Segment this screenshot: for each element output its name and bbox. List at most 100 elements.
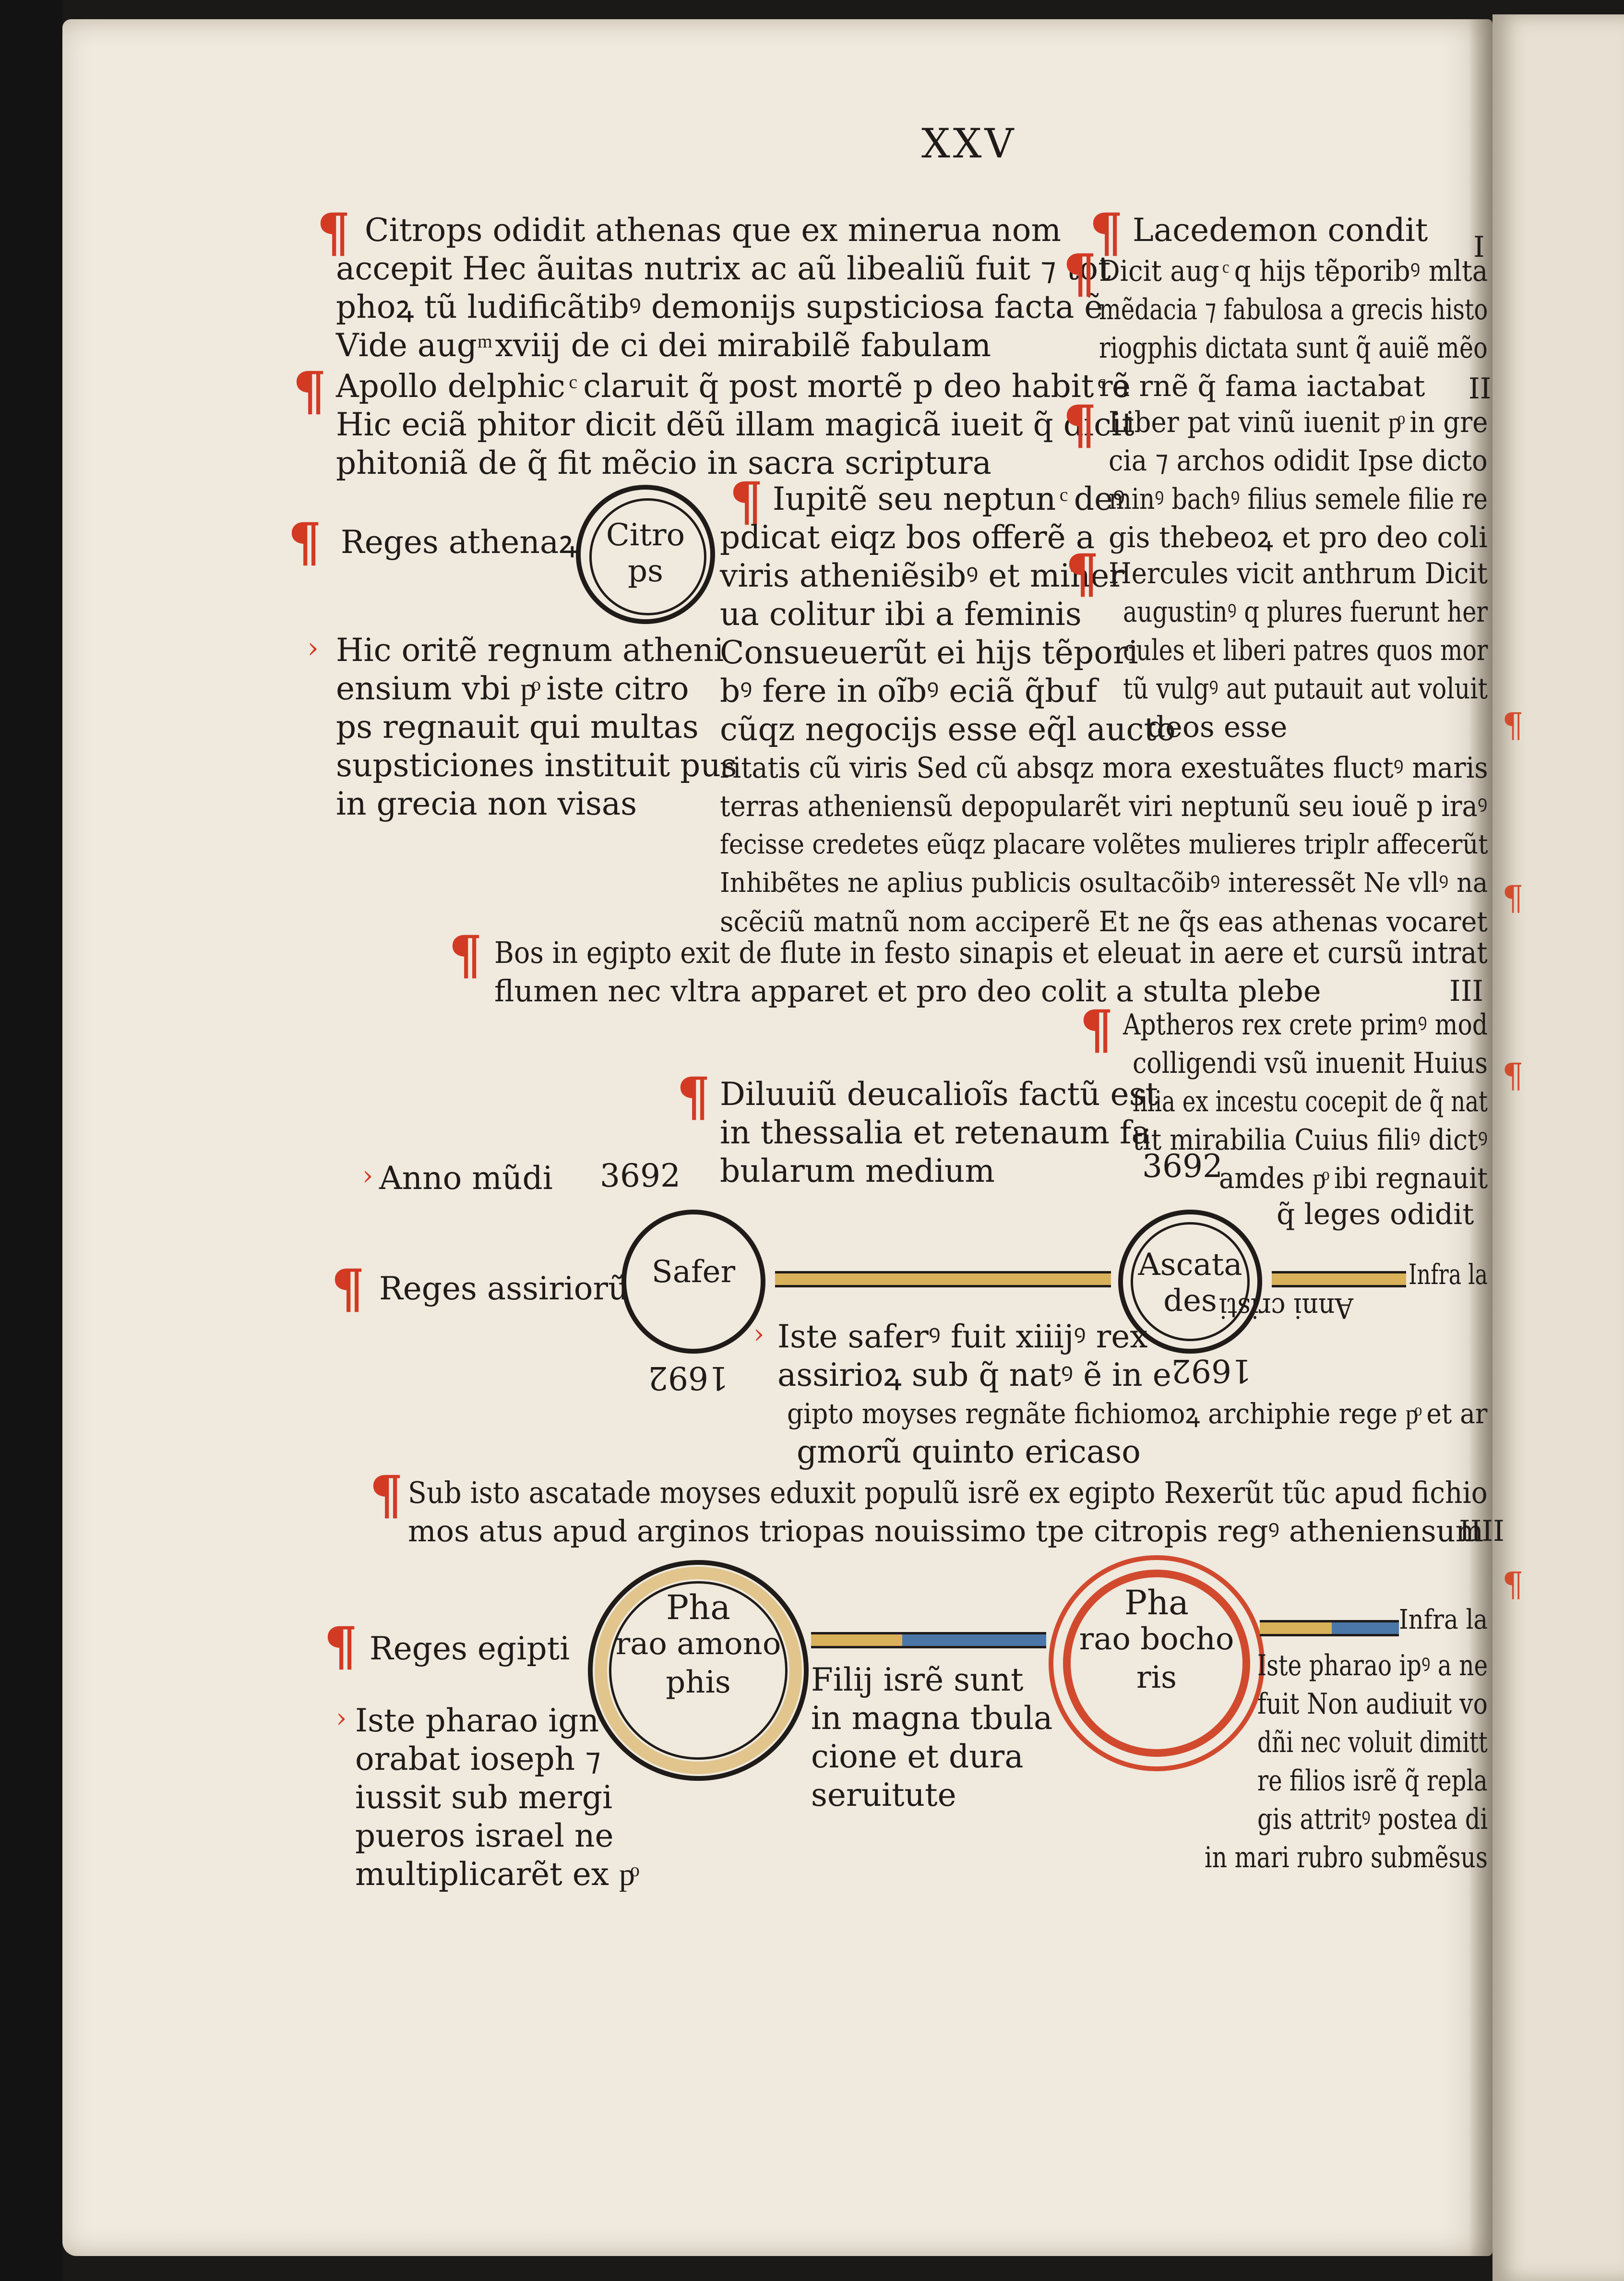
- left-para-3-line-1: Hic oritẽ regnum atheni: [336, 632, 724, 669]
- paragraph-mark-icon: ¶: [1502, 1565, 1524, 1604]
- mid-para-1-line-5: Consueuerũt ei hijs tẽpori: [720, 634, 1138, 671]
- paragraph-mark-icon: ¶: [331, 1258, 365, 1320]
- right-para-4-line-2: augustinꝰ q plures fuerunt her: [1123, 595, 1488, 629]
- mid-para-1-line-7: cũqz negocijs esse eq̃l aucto: [720, 711, 1176, 748]
- paragraph-mark-icon: ¶: [1080, 998, 1113, 1060]
- king-circle-safer: Safer: [621, 1210, 765, 1354]
- paragraph-mark-icon: ¶: [729, 470, 763, 532]
- king-circle-citrops: Citro ps: [576, 485, 715, 624]
- paragraph-mark-icon: ¶: [677, 1066, 710, 1128]
- paragraph-mark-icon: ¶: [317, 202, 350, 264]
- safer-note-line-4: gmorũ quinto ericaso: [797, 1433, 1141, 1470]
- mid-para-1-line-3: viris atheniẽsibꝰ et miner: [720, 557, 1124, 594]
- anno-mundi-label: Anno mũdi: [379, 1160, 553, 1197]
- diluuium-line-1: Diluuiũ deucalioĩs factũ est: [720, 1076, 1158, 1113]
- right-para-3-line-2: cia ⁊ archos odidit Ipse dicto: [1109, 444, 1488, 478]
- infra-label-2: Infra la: [1399, 1604, 1488, 1635]
- mid-para-1-line-8: ritatis cũ viris Sed cũ absqz mora exest…: [720, 751, 1488, 785]
- left-para-1-line-4: Vide aug ͫ xviij de ci dei mirabilẽ fabu…: [336, 327, 991, 364]
- anni-cristi-number-2: 1692: [1171, 1352, 1252, 1389]
- left-para-1-line-1: Citrops odidit athenas que ex minerua no…: [365, 212, 1062, 249]
- right-para-2-line-2: mẽdacia ⁊ fabulosa a grecis histo: [1099, 293, 1488, 326]
- right-para-3-line-3: minꝰ bachꝰ filius semele filie re: [1109, 482, 1488, 516]
- pharao2-note-line-1: Iste pharao ipꝰ a ne: [1257, 1649, 1488, 1682]
- filij-note-line-2: in magna tbula: [811, 1700, 1053, 1737]
- right-para-5-line-1: Aptheros rex crete primꝰ mod: [1123, 1008, 1488, 1042]
- anno-mundi-number-1: 3692: [600, 1157, 681, 1194]
- right-para-4-line-4: tũ vulgꝰ aut putauit aut voluit: [1123, 672, 1488, 706]
- paragraph-mark-icon: ¶: [1063, 394, 1097, 456]
- left-para-3-line-2: ensium vbi pͦ iste citro: [336, 670, 689, 707]
- roman-numeral-3: III: [1449, 974, 1484, 1008]
- folio-number: XXV: [921, 120, 1017, 167]
- filij-note-line-4: seruitute: [811, 1777, 956, 1813]
- paragraph-mark-icon: ¶: [1502, 1056, 1524, 1095]
- succession-bar: [1260, 1620, 1399, 1636]
- facing-page-edge: ¶ ¶ ¶ ¶: [1493, 14, 1624, 2281]
- mid-para-1-line-1: Iupitẽ seu neptun ͨ deꝰ: [773, 480, 1125, 517]
- mid-para-1-line-4: ua colitur ibi a feminis: [720, 596, 1082, 633]
- right-para-1: Lacedemon condit: [1133, 212, 1428, 249]
- reges-egipti-label: Reges egipti: [370, 1630, 570, 1667]
- succession-bar: [775, 1271, 1111, 1287]
- roman-numeral-1: I: [1473, 230, 1485, 264]
- left-para-3-line-5: in grecia non visas: [336, 785, 637, 822]
- roman-numeral-4: IIII: [1459, 1514, 1505, 1548]
- background-left: [0, 0, 62, 2281]
- pharao2-note-line-5: gis attritꝰ postea di: [1257, 1802, 1488, 1836]
- paragraph-mark-icon: ¶: [1063, 242, 1097, 304]
- paragraph-mark-icon: ¶: [370, 1464, 403, 1526]
- diluuium-line-2: in thessalia et retenaum fa: [720, 1114, 1150, 1151]
- right-para-4-line-1: Hercules vicit anthrum Dicit: [1109, 557, 1488, 590]
- mid-para-1-line-6: bꝰ fere in oĩbꝰ eciã q̃buf: [720, 672, 1098, 709]
- right-para-2-line-4: ra rnẽ q̃ fama iactabat: [1099, 370, 1425, 403]
- succession-bar: [1272, 1271, 1406, 1287]
- paragraph-mark-icon: ¶: [1065, 542, 1099, 604]
- mid-para-1-line-2: pdicat eiqz bos offerẽ a: [720, 519, 1095, 556]
- safer-note-line-1: Iste saferꝰ fuit xiiijꝰ rex: [777, 1318, 1148, 1355]
- book-page: [62, 19, 1493, 2256]
- left-para-2-line-1: Apollo delphic ͨ claruit q̃ post mortẽ p…: [336, 368, 1131, 405]
- mid-para-2-line-1: Bos in egipto exit de flute in festo sin…: [494, 935, 1488, 970]
- left-para-3-line-3: ps regnauit qui multas: [336, 708, 699, 745]
- safer-note-line-2: assirioꝝ sub q̃ natꝰ ẽ in e: [777, 1357, 1171, 1393]
- right-para-5-line-3: filia ex incestu cocepit de q̃ nat: [1133, 1085, 1488, 1118]
- anni-cristi-label: Anni cristi: [1219, 1292, 1353, 1324]
- king-circle-pharao-bochoris: Pha rao bocho ris: [1049, 1555, 1265, 1771]
- pharao1-note-line-4: pueros israel ne: [355, 1817, 614, 1854]
- pharao1-note-line-2: orabat ioseph ⁊: [355, 1741, 601, 1777]
- right-para-5-line-5: amdes pͦ ibi regnauit: [1219, 1162, 1488, 1195]
- mid-para-1-line-11: Inhibẽtes ne aplius publicis osultacõibꝰ…: [720, 867, 1488, 899]
- king-circle-ascatades: Ascata des: [1118, 1210, 1262, 1354]
- paragraph-mark-icon: ¶: [324, 1615, 358, 1677]
- paragraph-mark-icon: ¶: [449, 924, 482, 986]
- right-para-2-line-1: Dicit aug ͨ q hijs tẽporibꝰ mlta: [1099, 254, 1488, 288]
- right-para-5-line-6: q̃ leges odidit: [1277, 1198, 1474, 1231]
- mid-para-1-line-12: scẽciũ matnũ nom acciperẽ Et ne q̃s eas …: [720, 905, 1488, 938]
- right-para-5-line-2: colligendi vsũ inuenit Huius: [1133, 1046, 1488, 1080]
- reges-athenarum-label: Reges athenaꝝ: [341, 524, 577, 561]
- paragraph-mark-icon: ¶: [288, 511, 322, 573]
- paragraph-mark-icon: ¶: [1502, 878, 1524, 918]
- sub-isto-line-2: mos atus apud arginos triopas nouissimo …: [408, 1513, 1484, 1549]
- king-circle-pharao-amonophis: Pha rao amono phis: [588, 1560, 809, 1781]
- pharao2-note-line-3: dñi nec voluit dimitt: [1257, 1726, 1488, 1759]
- diluuium-line-3: bularum medium: [720, 1153, 995, 1189]
- pharao2-note-line-2: fuit Non audiuit vo: [1257, 1687, 1488, 1721]
- right-para-2-line-3: riogphis dictata sunt q̃ auiẽ mẽo: [1099, 331, 1488, 365]
- mid-para-2-line-2: flumen nec vltra apparet et pro deo coli…: [494, 973, 1321, 1008]
- left-para-2-line-2: Hic eciã phitor dicit dẽũ illam magicã i…: [336, 406, 1134, 443]
- left-para-1-line-2: accepit Hec ãuitas nutrix ac aũ libealiũ…: [336, 250, 1111, 287]
- right-para-5-line-4: tit mirabilia Cuius filiꝰ dictꝰ: [1133, 1123, 1488, 1157]
- pharao2-note-line-4: re filios isrẽ q̃ repla: [1257, 1764, 1488, 1798]
- anni-cristi-number-1: 1692: [648, 1359, 728, 1396]
- mid-para-1-line-9: terras atheniensũ depopularẽt viri neptu…: [720, 790, 1488, 823]
- infra-label-1: Infra la: [1409, 1258, 1488, 1291]
- right-para-4-line-3: cules et liberi patres quos mor: [1123, 634, 1488, 667]
- roman-numeral-2: II: [1469, 372, 1492, 406]
- pharao1-note-line-1: Iste pharao ign: [355, 1702, 599, 1739]
- safer-note-line-3: gipto moyses regnãte fichiomoꝝ archiphie…: [787, 1397, 1488, 1430]
- right-para-4-line-5: deos esse: [1147, 710, 1288, 744]
- paragraph-mark-icon: ¶: [1089, 202, 1123, 264]
- left-para-1-line-3: phoꝝ tũ ludificãtibꝰ demonijs supsticios…: [336, 288, 1103, 325]
